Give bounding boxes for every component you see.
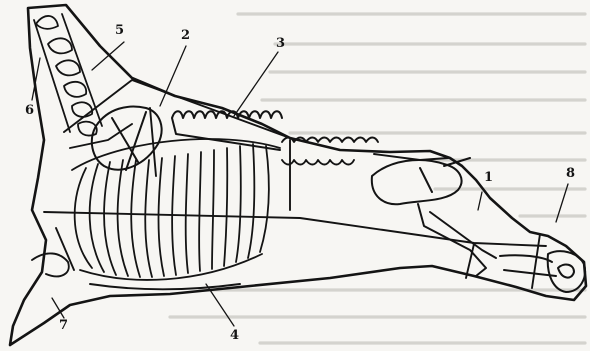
callout-1: 1: [484, 170, 493, 185]
callout-2: 2: [181, 28, 190, 43]
callout-7: 7: [59, 318, 68, 333]
background-text-lines: [170, 14, 585, 343]
pelvis: [372, 158, 470, 204]
carcass-outline: [10, 5, 586, 345]
callout-8: 8: [566, 166, 575, 181]
callout-4: 4: [230, 328, 239, 343]
callout-6: 6: [25, 103, 34, 118]
hoof: [548, 251, 585, 292]
callout-5: 5: [115, 23, 124, 38]
callout-3: 3: [276, 36, 285, 51]
ribs: [72, 139, 280, 280]
neck-vertebrae: [34, 14, 102, 136]
